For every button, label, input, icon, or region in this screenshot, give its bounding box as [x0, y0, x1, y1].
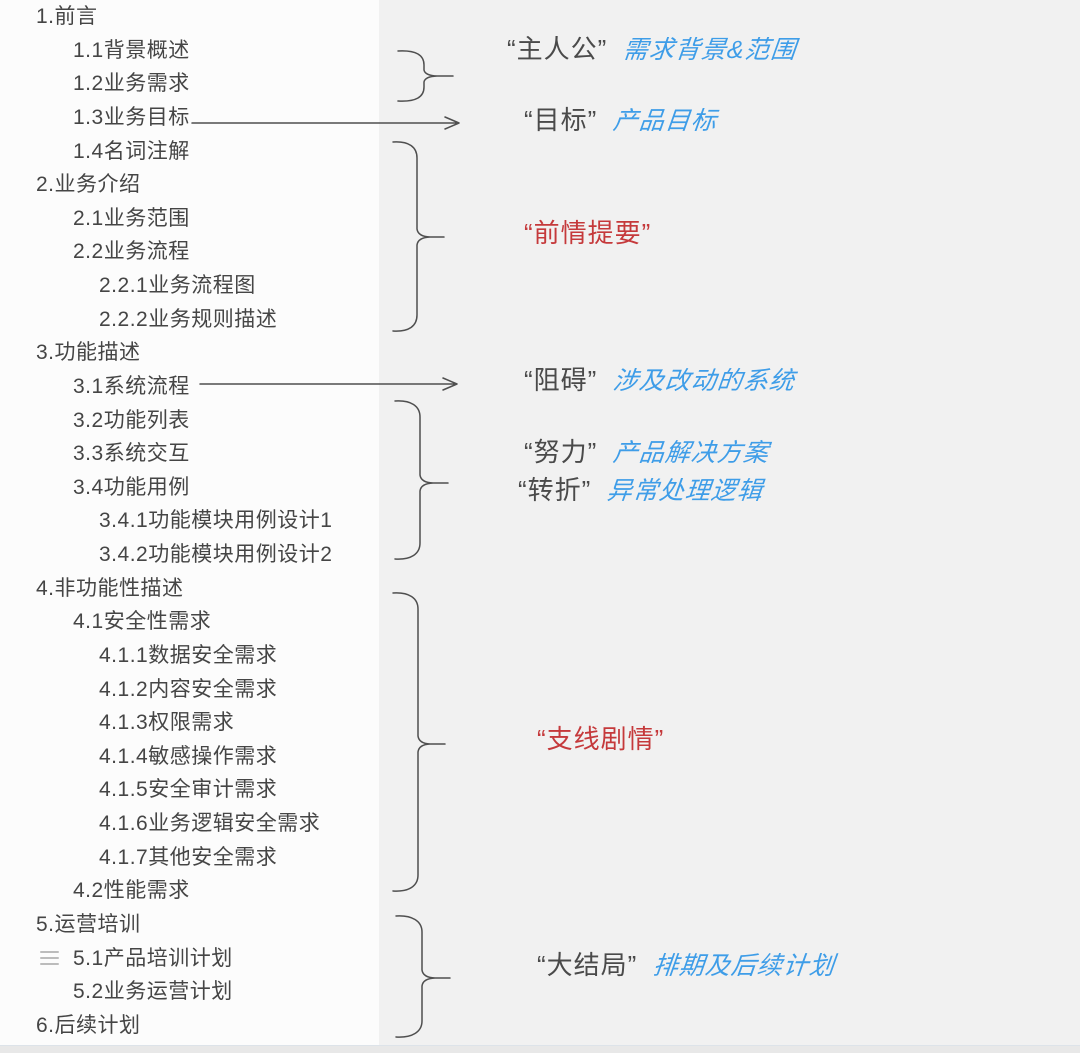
outline-item-3-4-1[interactable]: 3.4.1功能模块用例设计1: [99, 509, 333, 533]
outline-item-4-1-1[interactable]: 4.1.1数据安全需求: [99, 643, 278, 667]
annotation-finale: “大结局” 排期及后续计划: [537, 950, 837, 981]
drag-handle-icon[interactable]: [40, 951, 59, 965]
outline-item-4-2[interactable]: 4.2性能需求: [73, 879, 190, 903]
annotation-label: “转折”: [518, 475, 592, 505]
outline-item-2-2[interactable]: 2.2业务流程: [73, 240, 190, 264]
outline-item-2[interactable]: 2.业务介绍: [36, 173, 141, 197]
annotation-label: “大结局”: [537, 950, 638, 980]
annotation-label: “支线剧情”: [537, 724, 665, 754]
annotation-obstacle: “阻碍” 涉及改动的系统: [524, 365, 797, 396]
outline-item-1-1[interactable]: 1.1背景概述: [73, 38, 190, 62]
outline-item-4-1-7[interactable]: 4.1.7其他安全需求: [99, 845, 278, 869]
outline-item-2-2-2[interactable]: 2.2.2业务规则描述: [99, 307, 278, 331]
outline-item-4-1-4[interactable]: 4.1.4敏感操作需求: [99, 744, 278, 768]
annotation-note: 异常处理逻辑: [605, 477, 765, 505]
outline-item-4-1-3[interactable]: 4.1.3权限需求: [99, 711, 235, 735]
outline-item-1-3[interactable]: 1.3业务目标: [73, 105, 190, 129]
annotation-background: “前情提要”: [524, 218, 652, 249]
bottom-edge-divider: [0, 1045, 1080, 1053]
annotation-note: 产品解决方案: [611, 439, 771, 467]
annotation-goal: “目标” 产品目标: [524, 105, 719, 136]
annotation-label: “主人公”: [507, 34, 608, 64]
outline-item-2-2-1[interactable]: 2.2.1业务流程图: [99, 274, 256, 297]
outline-item-3-3[interactable]: 3.3系统交互: [73, 442, 190, 466]
annotation-twist: “转折” 异常处理逻辑: [518, 475, 765, 506]
outline-item-4-1[interactable]: 4.1安全性需求: [73, 610, 212, 634]
annotation-note: 需求背景&范围: [621, 36, 799, 64]
annotation-protagonist: “主人公” 需求背景&范围: [507, 34, 799, 65]
annotation-side-plot: “支线剧情”: [537, 724, 665, 755]
annotation-label: “阻碍”: [524, 365, 598, 395]
outline-item-1-2[interactable]: 1.2业务需求: [73, 72, 190, 96]
annotation-label: “努力”: [524, 437, 598, 467]
outline-item-4[interactable]: 4.非功能性描述: [36, 576, 184, 600]
brace-finale: [395, 915, 451, 1038]
outline-item-3-1[interactable]: 3.1系统流程: [73, 374, 190, 398]
outline-item-3-4[interactable]: 3.4功能用例: [73, 475, 190, 499]
outline-item-4-1-6[interactable]: 4.1.6业务逻辑安全需求: [99, 812, 321, 835]
brace-solution: [394, 400, 449, 560]
annotation-label: “目标”: [524, 105, 598, 135]
outline-item-4-1-5[interactable]: 4.1.5安全审计需求: [99, 778, 278, 802]
brace-background: [392, 141, 445, 332]
outline-item-5-2[interactable]: 5.2业务运营计划: [73, 980, 233, 1004]
outline-item-3-4-2[interactable]: 3.4.2功能模块用例设计2: [99, 543, 333, 566]
outline-item-5-1[interactable]: 5.1产品培训计划: [73, 946, 233, 970]
outline-item-1-4[interactable]: 1.4名词注解: [73, 139, 190, 163]
annotation-note: 排期及后续计划: [651, 952, 837, 980]
brace-protagonist: [397, 50, 454, 102]
outline-item-1[interactable]: 1.前言: [36, 5, 98, 28]
annotation-note: 产品目标: [611, 107, 719, 135]
annotation-note: 涉及改动的系统: [611, 367, 797, 395]
brace-side-plot: [392, 592, 446, 892]
document-outline-panel: 1.前言 1.1背景概述 1.2业务需求 1.3业务目标 1.4名词注解 2.业…: [0, 0, 379, 1045]
annotation-label: “前情提要”: [524, 218, 652, 248]
outline-item-6[interactable]: 6.后续计划: [36, 1013, 141, 1037]
annotation-effort: “努力” 产品解决方案: [524, 437, 771, 468]
outline-item-5[interactable]: 5.运营培训: [36, 912, 141, 936]
outline-item-2-1[interactable]: 2.1业务范围: [73, 206, 190, 230]
outline-item-3-2[interactable]: 3.2功能列表: [73, 408, 190, 432]
outline-item-3[interactable]: 3.功能描述: [36, 341, 141, 365]
outline-item-4-1-2[interactable]: 4.1.2内容安全需求: [99, 677, 278, 701]
